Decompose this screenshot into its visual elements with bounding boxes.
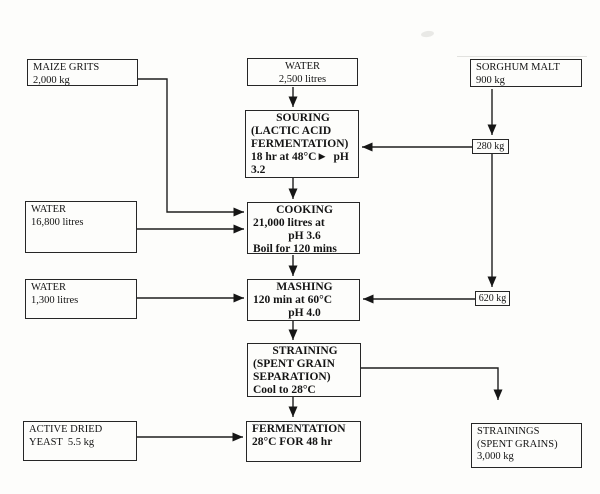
box-line: MASHING xyxy=(276,281,333,293)
input-box-water-mashing: WATER 1,300 litres xyxy=(25,279,137,319)
box-line: 2,000 kg xyxy=(33,74,70,86)
box-line: 18 hr at 48°C► pH xyxy=(251,151,349,163)
box-line: WATER xyxy=(31,282,66,293)
box-line: (SPENT GRAINS) xyxy=(477,438,558,450)
box-line: SORGHUM MALT xyxy=(476,62,560,73)
output-box-strainings: STRAININGS (SPENT GRAINS) 3,000 kg xyxy=(471,423,582,468)
box-line: 280 kg xyxy=(476,141,505,152)
process-box-fermentation: FERMENTATION 28°C FOR 48 hr xyxy=(246,421,361,462)
box-line: 1,300 litres xyxy=(31,294,79,306)
input-box-water-cooking: WATER 16,800 litres xyxy=(25,201,137,253)
box-line: 3.2 xyxy=(251,164,266,176)
input-box-maize-grits: MAIZE GRITS 2,000 kg xyxy=(27,59,138,86)
box-line: COOKING xyxy=(276,204,333,216)
scan-artifact-smudge xyxy=(420,30,435,38)
arrow-straining-to-strainings xyxy=(361,367,503,400)
box-line: 2,500 litres xyxy=(278,73,327,85)
box-line: (SPENT GRAIN xyxy=(253,358,335,370)
box-line: FERMENTATION) xyxy=(251,138,349,150)
scan-artifact-line xyxy=(457,56,587,57)
box-line: SOURING xyxy=(276,112,330,124)
box-line: SEPARATION) xyxy=(253,371,331,383)
input-box-water-souring: WATER 2,500 litres xyxy=(247,58,358,86)
box-line: Cool to 28°C xyxy=(253,384,316,396)
quantity-box-280kg: 280 kg xyxy=(472,139,509,154)
box-line: ACTIVE DRIED xyxy=(29,424,103,435)
input-box-active-dried-yeast: ACTIVE DRIED YEAST 5.5 kg xyxy=(23,421,137,461)
box-line: STRAININGS xyxy=(477,426,540,437)
box-line: 16,800 litres xyxy=(31,216,84,228)
box-line: pH 3.6 xyxy=(288,230,321,242)
box-line: 21,000 litres at xyxy=(253,217,325,229)
box-line: WATER xyxy=(285,61,320,72)
arrow-maize-grits-to-cooking xyxy=(138,78,244,217)
box-line: WATER xyxy=(31,204,66,215)
box-line: MAIZE GRITS xyxy=(33,62,100,73)
box-line: 28°C FOR 48 hr xyxy=(252,436,333,448)
box-line: 3,000 kg xyxy=(477,451,514,462)
box-line: Boil for 120 mins xyxy=(253,243,337,255)
quantity-box-620kg: 620 kg xyxy=(475,291,510,306)
input-box-sorghum-malt: SORGHUM MALT 900 kg xyxy=(470,59,582,87)
box-line: 120 min at 60°C xyxy=(253,294,333,306)
box-line: STRAINING xyxy=(272,345,338,357)
process-box-souring: SOURING (LACTIC ACID FERMENTATION) 18 hr… xyxy=(245,110,359,178)
box-line: pH 4.0 xyxy=(288,307,321,319)
process-box-cooking: COOKING 21,000 litres at pH 3.6 Boil for… xyxy=(247,202,360,255)
box-line: FERMENTATION xyxy=(252,423,346,435)
box-line: 900 kg xyxy=(476,74,505,86)
box-line: (LACTIC ACID xyxy=(251,125,332,137)
box-line: 620 kg xyxy=(478,293,507,304)
process-box-mashing: MASHING 120 min at 60°C pH 4.0 xyxy=(247,279,360,321)
process-box-straining: STRAINING (SPENT GRAIN SEPARATION) Cool … xyxy=(247,343,361,397)
box-line: YEAST 5.5 kg xyxy=(29,436,95,448)
